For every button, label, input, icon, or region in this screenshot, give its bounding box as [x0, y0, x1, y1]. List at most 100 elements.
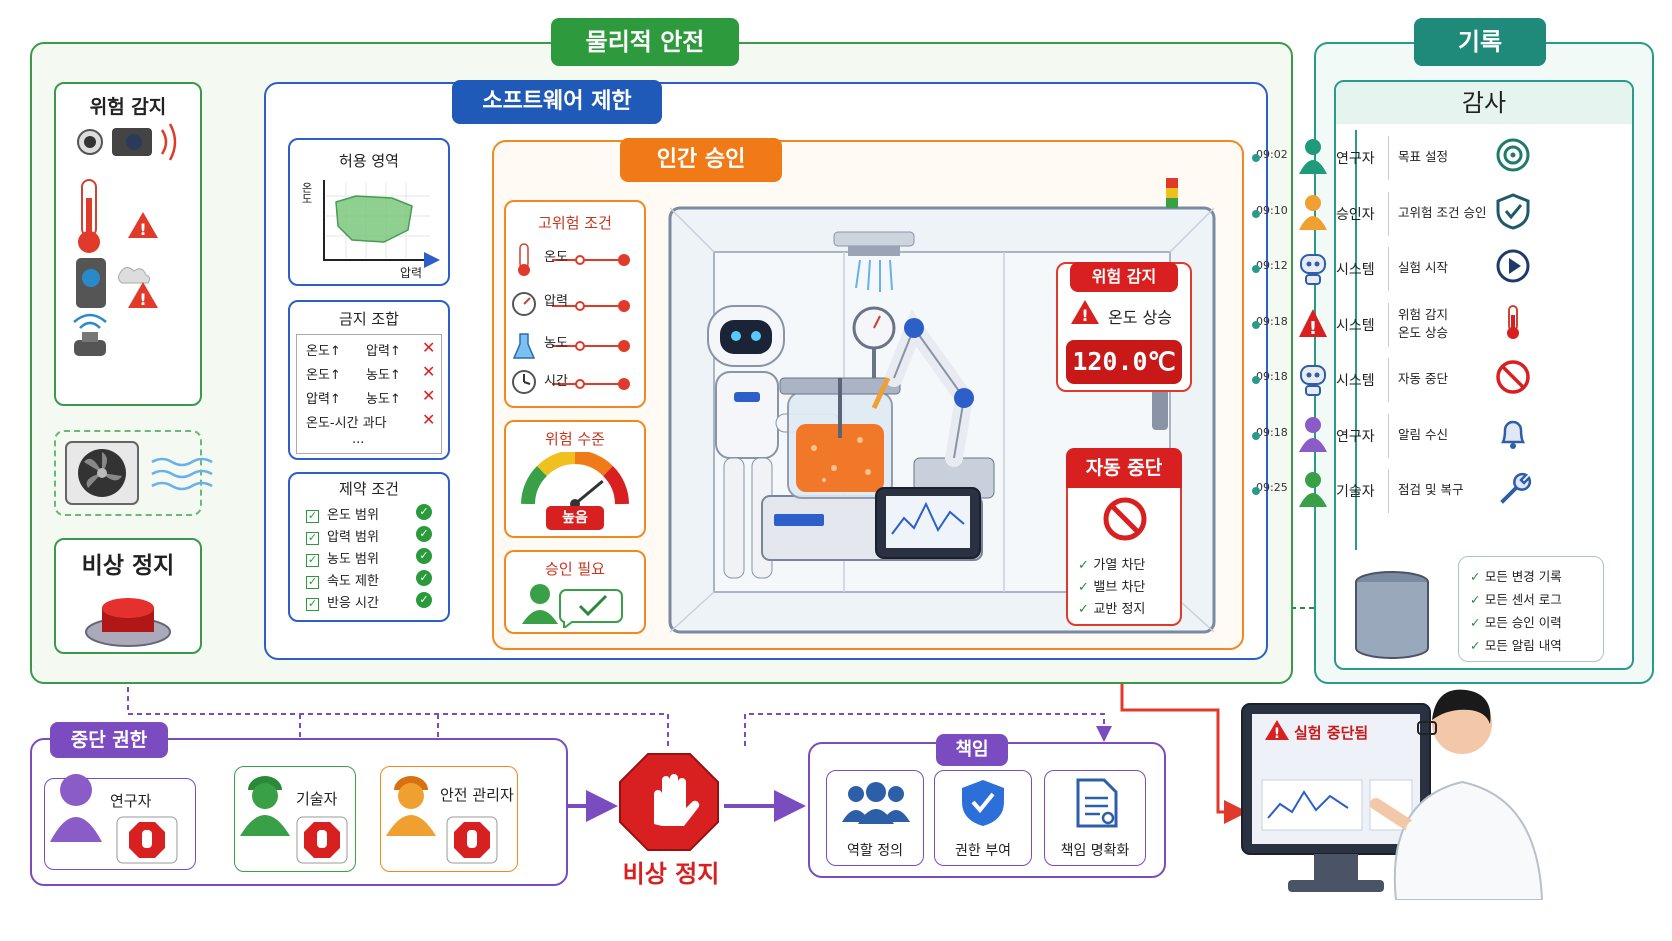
check-circle-icon: ✓	[416, 504, 432, 520]
timeline-dot	[1252, 320, 1260, 329]
audit-who: 연구자	[1336, 428, 1375, 445]
thermometer-icon	[518, 243, 530, 276]
camera-icon	[77, 123, 177, 161]
hazard-detect-title: 위험 감지	[89, 96, 167, 118]
alert-title: 위험 감지	[1070, 262, 1178, 292]
timeline-dot	[1252, 209, 1260, 218]
human-approval-title: 인간 승인	[620, 138, 782, 182]
risk-level-title: 위험 수준	[545, 430, 605, 448]
svg-text:!: !	[139, 290, 146, 309]
constraint-item: ✓반응 시간	[306, 592, 379, 611]
allowed-region-plot	[323, 180, 440, 268]
checkbox-icon: ✓	[306, 597, 319, 611]
audit-action: 고위험 조건 승인	[1398, 204, 1487, 220]
wrench-icon	[1500, 472, 1532, 504]
emergency-stop-sign-icon[interactable]	[618, 752, 720, 852]
signal-tower-icon	[1166, 178, 1178, 208]
forbidden-row: 압력↑	[306, 388, 341, 407]
audit-who: 연구자	[1336, 151, 1375, 167]
forbidden-b: 농도↑	[366, 368, 401, 383]
auto-stop-label: 가열 차단	[1093, 558, 1146, 573]
resp-label: 역할 정의	[847, 843, 903, 859]
robotic-arm	[871, 309, 995, 499]
emergency-stop-card-title: 비상 정지	[81, 553, 175, 579]
researcher-figure	[1370, 689, 1544, 900]
audit-time: 09:25	[1256, 481, 1288, 494]
thermometer-icon	[78, 179, 100, 253]
constraint-label: 압력 범위	[327, 530, 379, 545]
checkbox-icon: ✓	[306, 553, 319, 567]
forbidden-more: ...	[352, 432, 365, 447]
forbidden-row: 온도-시간 과다	[306, 412, 387, 431]
x-icon: ✕	[422, 362, 436, 381]
forbidden-b: 농도↑	[366, 392, 401, 407]
check-circle-icon: ✓	[416, 548, 432, 564]
check-icon: ✓	[1470, 592, 1485, 607]
person-avatar-icon	[1299, 416, 1327, 452]
db-item-label: 모든 승인 이력	[1484, 615, 1562, 630]
robot-avatar-icon	[1300, 254, 1326, 285]
x-icon: ✕	[422, 338, 436, 357]
emergency-button-icon[interactable]	[80, 580, 180, 650]
constraint-label: 농도 범위	[327, 552, 379, 567]
audit-who: 기술자	[1336, 484, 1375, 500]
shield-check-icon	[962, 780, 1004, 826]
checkmark-icon	[578, 594, 608, 617]
stop-hand-icon[interactable]	[116, 816, 178, 864]
check-icon: ✓	[1078, 580, 1094, 595]
database-icon	[1355, 571, 1429, 659]
audit-timeline	[1355, 130, 1357, 550]
auto-stop-item: ✓ 밸브 차단	[1078, 576, 1145, 595]
constraint-label: 속도 제한	[327, 574, 379, 589]
high-risk-title: 고위험 조건	[538, 214, 612, 232]
checkbox-icon: ✓	[306, 575, 319, 589]
audit-who: 시스템	[1336, 373, 1375, 389]
stop-authority-title: 중단 권한	[50, 722, 168, 758]
monitor-illustration	[1241, 703, 1431, 892]
role-label: 안전 관리자	[440, 786, 514, 804]
flask-icon	[512, 333, 536, 359]
person-avatar-icon	[1299, 472, 1327, 507]
allowed-region-title: 허용 영역	[339, 152, 399, 170]
team-icon	[842, 782, 910, 824]
auto-stop-item: ✓ 교반 정지	[1078, 598, 1145, 617]
risk-level-value: 높음	[546, 506, 604, 530]
check-icon: ✓	[1470, 638, 1485, 653]
target-icon	[1496, 138, 1530, 172]
warning-icon: !	[1071, 300, 1099, 325]
audit-action: 알림 수신	[1398, 426, 1448, 442]
check-icon: ✓	[1470, 569, 1485, 584]
db-item-label: 모든 변경 기록	[1484, 569, 1562, 584]
timeline-dot	[1252, 376, 1260, 384]
audit-time: 09:02	[1256, 148, 1288, 161]
stop-hand-icon[interactable]	[446, 816, 498, 864]
warning-icon: !	[1299, 308, 1327, 339]
db-item: ✓ 모든 변경 기록	[1470, 566, 1562, 585]
forbidden-row: 온도↑	[306, 364, 341, 383]
forbidden-row-b: 농도↑	[366, 364, 401, 383]
clock-icon	[512, 370, 536, 394]
check-circle-icon: ✓	[416, 592, 432, 608]
fan-icon	[65, 441, 213, 505]
svg-text:!: !	[1309, 318, 1317, 339]
auto-stop-label: 밸브 차단	[1093, 580, 1146, 595]
role-label: 연구자	[110, 792, 152, 810]
db-item: ✓ 모든 알림 내역	[1470, 635, 1562, 654]
responsibility-title: 책임	[936, 734, 1008, 766]
stop-hand-icon[interactable]	[296, 816, 348, 864]
record-title: 기록	[1414, 18, 1546, 66]
constraint-item: ✓압력 범위	[306, 526, 379, 545]
constraint-label: 온도 범위	[327, 508, 379, 523]
tablet-icon	[875, 487, 981, 559]
bell-icon	[1500, 420, 1526, 449]
audit-time: 09:10	[1256, 203, 1288, 217]
role-label: 기술자	[296, 790, 338, 808]
db-items-card	[1458, 556, 1604, 662]
constraint-item: ✓온도 범위	[306, 504, 379, 523]
db-item: ✓ 모든 센서 로그	[1470, 589, 1562, 608]
